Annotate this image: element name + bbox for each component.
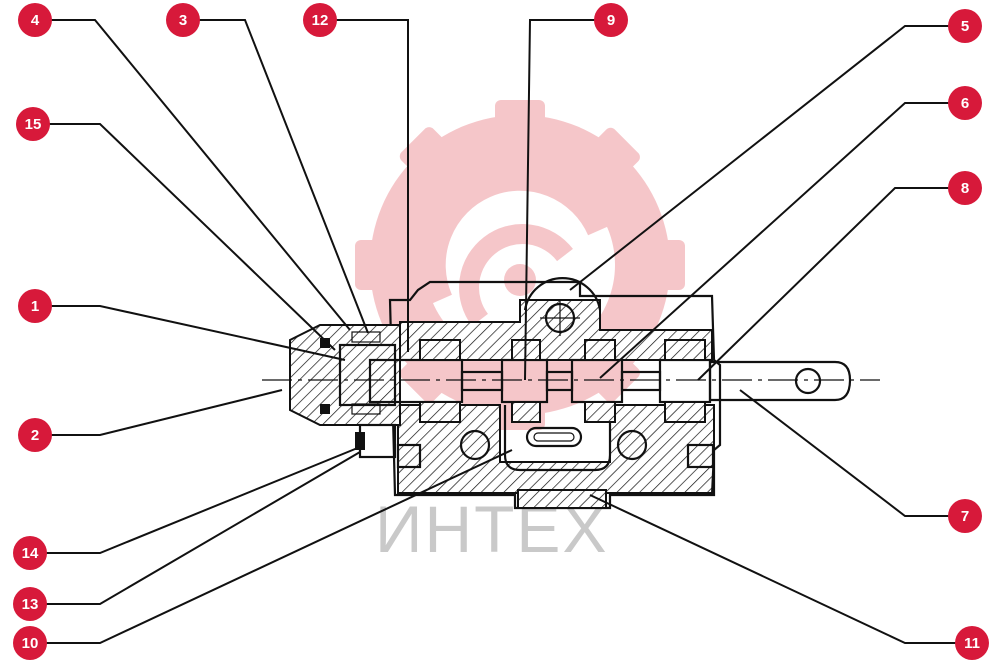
svg-text:9: 9 bbox=[607, 12, 615, 29]
svg-text:4: 4 bbox=[31, 12, 40, 29]
callout-4: 4 bbox=[18, 3, 52, 37]
svg-text:5: 5 bbox=[961, 18, 969, 35]
svg-text:1: 1 bbox=[31, 298, 39, 315]
svg-text:15: 15 bbox=[25, 116, 42, 133]
leader-lines bbox=[30, 19, 972, 644]
callout-14: 14 bbox=[13, 536, 47, 570]
callout-12: 12 bbox=[303, 3, 337, 37]
svg-text:11: 11 bbox=[964, 635, 980, 652]
svg-text:13: 13 bbox=[22, 596, 39, 613]
svg-text:8: 8 bbox=[961, 180, 969, 197]
svg-text:7: 7 bbox=[961, 508, 969, 525]
callout-2: 2 bbox=[18, 418, 52, 452]
callout-7: 7 bbox=[948, 499, 982, 533]
callout-5: 5 bbox=[948, 9, 982, 43]
svg-text:10: 10 bbox=[22, 635, 39, 652]
callout-9: 9 bbox=[594, 3, 628, 37]
svg-text:6: 6 bbox=[961, 95, 969, 112]
callout-3: 3 bbox=[166, 3, 200, 37]
callout-13: 13 bbox=[13, 587, 47, 621]
spring-stack bbox=[320, 331, 381, 415]
valve-body bbox=[262, 277, 880, 510]
svg-text:3: 3 bbox=[179, 12, 187, 29]
callout-15: 15 bbox=[16, 107, 50, 141]
callout-6: 6 bbox=[948, 86, 982, 120]
callout-10: 10 bbox=[13, 626, 47, 660]
callout-1: 1 bbox=[18, 289, 52, 323]
callout-11: 11 bbox=[955, 626, 989, 660]
svg-text:2: 2 bbox=[31, 427, 39, 444]
callout-8: 8 bbox=[948, 171, 982, 205]
svg-text:12: 12 bbox=[312, 12, 329, 29]
svg-text:14: 14 bbox=[22, 545, 39, 562]
